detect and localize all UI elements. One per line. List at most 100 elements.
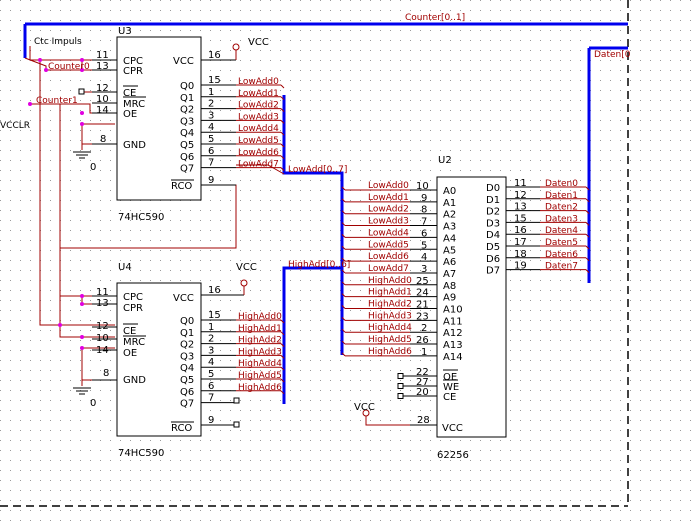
u4-rco-pin: 9 [208,415,214,426]
u2-ctrl-pin-num: 20 [416,387,429,398]
ground-label-u4: 0 [90,398,96,409]
u2-vcc-pin: 28 [417,415,430,426]
u2-data-pin-num: 12 [514,190,527,201]
u3-vcc-terminal [232,43,240,51]
u2-addr-name: A7 [443,269,456,280]
u2-data-bus-entry [585,210,590,214]
u2-addr-net-label: LowAdd1 [368,193,409,203]
u2-bus-entry [341,234,346,238]
chip-u4[interactable]: U4 74HC590 11 13 12 10 14 8 CPC CPR CE M… [92,262,285,459]
u3-net-label: LowAdd2 [238,101,279,111]
u3-pin-name: CPR [123,66,143,77]
bus-lines[interactable] [23,22,628,404]
u3-rco-name: RCO [171,181,192,192]
u3-pin-num: 7 [208,158,214,169]
u2-pin-num: 7 [421,217,427,228]
u3-q-name: Q6 [180,152,194,163]
u2-data-pin-num: 11 [514,178,527,189]
u2-pin-num: 5 [421,240,427,251]
u4-net-label: HighAdd2 [238,336,282,346]
chip-u3[interactable]: U3 74HC590 11 13 12 10 14 8 CPC CPR CE M… [92,26,285,223]
u2-pin-num: 4 [421,252,427,263]
u4-pin-num: 3 [208,345,214,356]
u3-net-label: LowAdd6 [238,148,279,158]
u2-open-pin-marker [397,393,404,399]
u4-gnd-name: GND [123,375,146,386]
u2-addr-net-label: HighAdd0 [368,276,412,286]
u2-data-bus-entry [585,245,590,250]
u3-ce-marker [78,88,85,95]
u3-vcc-power: VCC [248,37,269,48]
u4-part: 74HC590 [118,448,164,459]
u4-q-name: Q5 [180,375,194,386]
u4-pin-num: 15 [208,310,221,321]
u4-net-label: HighAdd3 [238,347,282,357]
u3-q7-to-bus [236,164,285,175]
u2-addr-net-label: LowAdd0 [368,181,409,191]
u3-bus-entry [280,96,285,101]
u4-q-name: Q6 [180,387,194,398]
u3-pin-name: CPC [123,56,143,67]
u2-pin-num: 26 [416,335,429,346]
u3-gnd-name: GND [123,140,146,151]
junction-dots [28,58,84,350]
u2-bus-entry [341,305,346,309]
u2-open-pin-marker [397,373,404,379]
u2-ctrl-name: CE [443,392,456,403]
u2-addr-net-label: HighAdd5 [368,335,412,345]
u2-data-bus-entry [585,198,590,203]
u2-bus-entry [341,198,346,203]
u2-data-net-label: Daten2 [545,203,578,213]
u3-net-label: LowAdd1 [238,89,279,99]
u2-pin-num: 6 [421,228,427,239]
u3-net-label: LowAdd4 [238,124,279,134]
u3-pin-num: 5 [208,134,214,145]
u3-pin-num: 14 [96,105,109,116]
u3-net-label: LowAdd5 [238,136,279,146]
u2-addr-name: A8 [443,281,456,292]
u2-addr-name: A4 [443,233,456,244]
u2-addr-name: A14 [443,352,463,363]
u4-bus-entry [280,355,285,359]
u2-bus-entry [341,210,346,215]
u2-pin-num: 1 [421,347,427,358]
u2-addr-net-label: HighAdd2 [368,300,412,310]
u4-bus-entry [280,390,285,395]
u2-data-net-label: Daten1 [545,191,578,201]
u4-bus-entry [280,331,285,336]
u4-pin-name: OE [123,348,137,359]
u4-vcc-name: VCC [173,293,194,304]
u2-vcc-name: VCC [442,423,463,434]
u2-ctrl-name: OE [443,372,457,383]
u4-pin-name: MRC [123,337,145,348]
u4-pin-num: 8 [103,368,109,379]
u2-bus-entry [341,352,346,357]
u2-data-pin-num: 13 [514,202,527,213]
u4-bus-entry [280,319,285,324]
u3-pin-num: 6 [208,146,214,157]
u3-ref: U3 [118,26,132,37]
u4-rco-name: RCO [171,423,192,434]
u3-bus-entry [280,108,285,112]
bus-label-lowadd: LowAdd[0..7] [288,165,347,175]
net-label-counter0: Counter0 [48,62,90,72]
u2-pin-num: 24 [416,288,429,299]
u3-rco-pin: 9 [208,175,214,186]
u4-vcc-pin: 16 [208,285,221,296]
u2-vcc-terminal [362,409,370,417]
u4-ref: U4 [118,262,132,273]
u2-addr-name: A6 [443,257,456,268]
u3-bus-entry [280,84,285,89]
u4-q-name: Q0 [180,316,194,327]
u2-addr-name: A1 [443,198,456,209]
u3-q-name: Q3 [180,116,194,127]
u3-pin-num: 11 [96,50,109,61]
u3-bus-entry [280,155,285,160]
u3-net-label: LowAdd3 [238,112,279,122]
u3-bus-entry [280,167,285,171]
u3-pin-num: 4 [208,122,214,133]
